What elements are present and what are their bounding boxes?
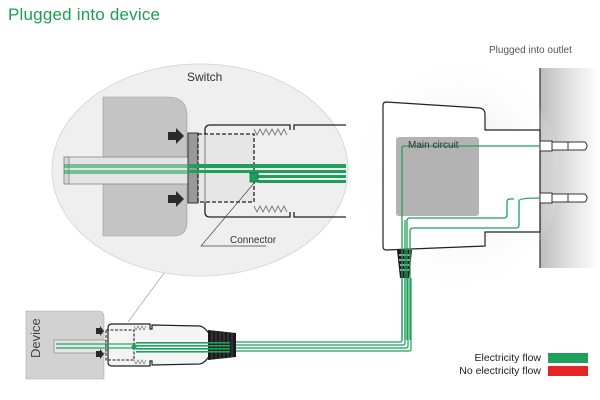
legend-label: No electricity flow bbox=[459, 365, 541, 377]
push-arrow-icon bbox=[96, 326, 104, 336]
switch-zoom-view bbox=[51, 63, 349, 277]
legend-item-flow: Electricity flow bbox=[474, 352, 588, 364]
power-cable bbox=[230, 278, 412, 352]
upper-prong bbox=[539, 140, 588, 152]
diagram-title: Plugged into device bbox=[8, 5, 161, 24]
zoom-callout-lines bbox=[127, 264, 171, 323]
spring-top bbox=[253, 127, 288, 137]
push-arrow-icon bbox=[96, 349, 104, 359]
main-circuit-box bbox=[396, 137, 479, 216]
device-label: Device bbox=[28, 318, 43, 358]
main-circuit-label: Main circuit bbox=[408, 140, 459, 151]
legend-item-no-flow: No electricity flow bbox=[459, 365, 588, 377]
zoom-wires bbox=[64, 164, 346, 183]
legend-swatch-red bbox=[548, 366, 588, 376]
plug-housing-bottom bbox=[210, 212, 346, 218]
outlet-label: Plugged into outlet bbox=[489, 45, 572, 56]
legend-label: Electricity flow bbox=[474, 352, 541, 364]
lower-prong bbox=[539, 192, 588, 204]
connector-part bbox=[249, 172, 259, 183]
push-arrow-icon bbox=[168, 128, 184, 144]
device-plug bbox=[56, 323, 236, 367]
push-arrow-icon bbox=[168, 191, 184, 207]
plug-connector bbox=[131, 344, 137, 350]
power-adapter bbox=[382, 101, 588, 278]
connector-label: Connector bbox=[230, 235, 277, 246]
plug-wires bbox=[56, 342, 230, 353]
connector-leader-line bbox=[200, 181, 266, 247]
switch-label: Switch bbox=[187, 70, 223, 84]
spring-bottom bbox=[253, 204, 288, 214]
legend-swatch-green bbox=[548, 353, 588, 363]
plug-housing-top bbox=[210, 124, 346, 130]
